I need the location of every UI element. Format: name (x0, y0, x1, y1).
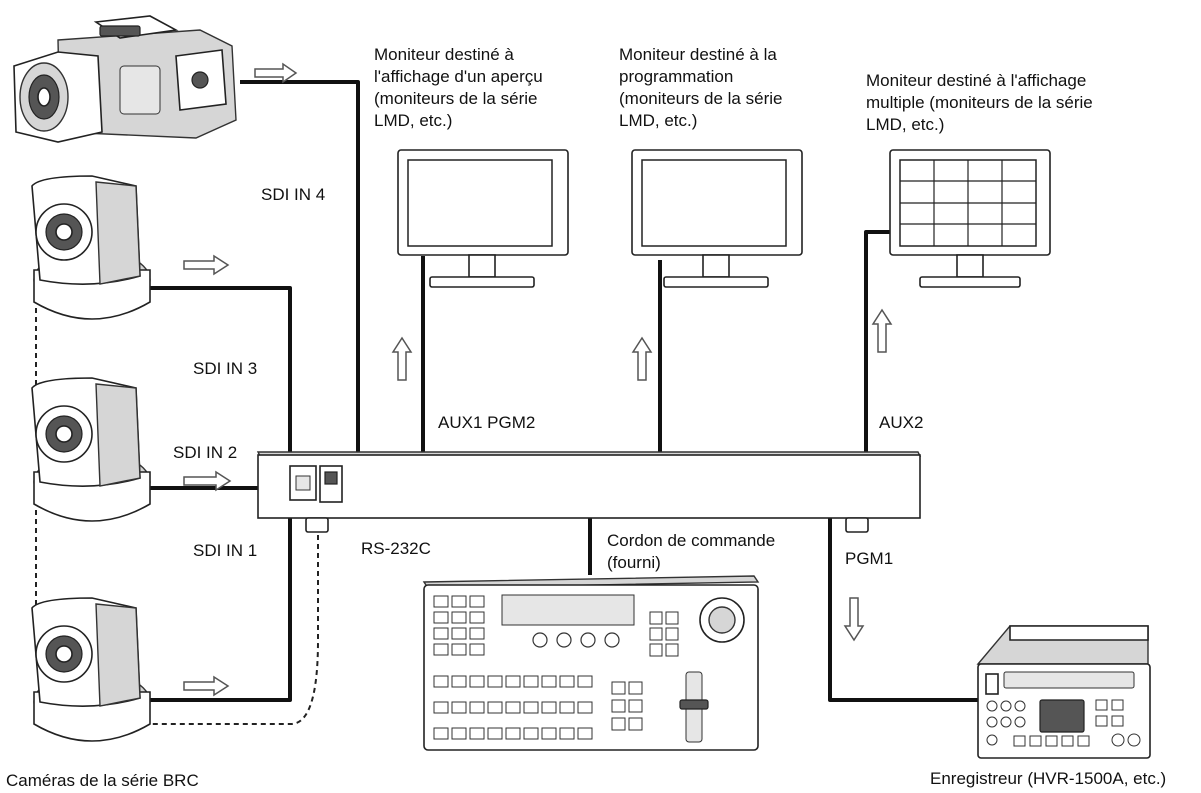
rs232c-label: RS-232C (361, 539, 431, 558)
brc-cameras-label: Caméras de la série BRC (6, 771, 199, 790)
multi-monitor-label: Moniteur destiné à l'affichage multiple … (866, 71, 1093, 134)
arrow-up-aux1 (391, 336, 413, 381)
cable-sdi-in-1 (148, 518, 292, 702)
aux2-label: AUX2 (879, 413, 924, 432)
sdi-in-1-label: SDI IN 1 (193, 541, 258, 560)
program-monitor-label: Moniteur destiné à la programmation (mon… (619, 45, 783, 130)
arrow-right-sdi2 (183, 470, 232, 492)
control-panel-icon (422, 575, 760, 751)
program-monitor-icon (631, 149, 803, 288)
recorder-icon (976, 625, 1151, 759)
pgm1-label: PGM1 (845, 549, 894, 568)
sdi-in-3-label: SDI IN 3 (193, 359, 258, 378)
aux1-pgm2-label: AUX1 PGM2 (438, 413, 536, 432)
arrow-up-aux2 (871, 308, 893, 353)
arrow-right-sdi3 (183, 254, 230, 276)
cable-sdi-in-3 (148, 286, 292, 452)
brc-camera-icon-1 (31, 175, 151, 320)
preview-monitor-label: Moniteur destiné à l'affichage d'un aper… (374, 45, 543, 130)
cables (35, 80, 978, 725)
preview-monitor-icon (397, 149, 569, 288)
sdi-in-4-label: SDI IN 4 (261, 185, 326, 204)
cable-rs232c (148, 526, 319, 725)
arrow-up-program (631, 336, 653, 381)
interface-unit-icon (256, 451, 922, 533)
cable-sdi-in-4 (240, 80, 360, 452)
cable-pgm1 (828, 518, 978, 702)
control-cable-label: Cordon de commande (fourni) (607, 531, 776, 572)
brc-camera-icon-3 (31, 597, 151, 742)
cable-aux2 (864, 230, 890, 452)
multi-monitor-icon (889, 149, 1051, 288)
arrow-right-sdi1 (183, 675, 230, 697)
recorder-label: Enregistreur (HVR-1500A, etc.) (930, 769, 1167, 788)
signal-arrows (183, 62, 893, 697)
camcorder-icon (13, 15, 237, 143)
brc-camera-icon-2 (31, 377, 151, 522)
arrow-right-sdi4 (254, 62, 298, 84)
sdi-in-2-label: SDI IN 2 (173, 443, 238, 462)
arrow-down-pgm1 (843, 597, 865, 642)
